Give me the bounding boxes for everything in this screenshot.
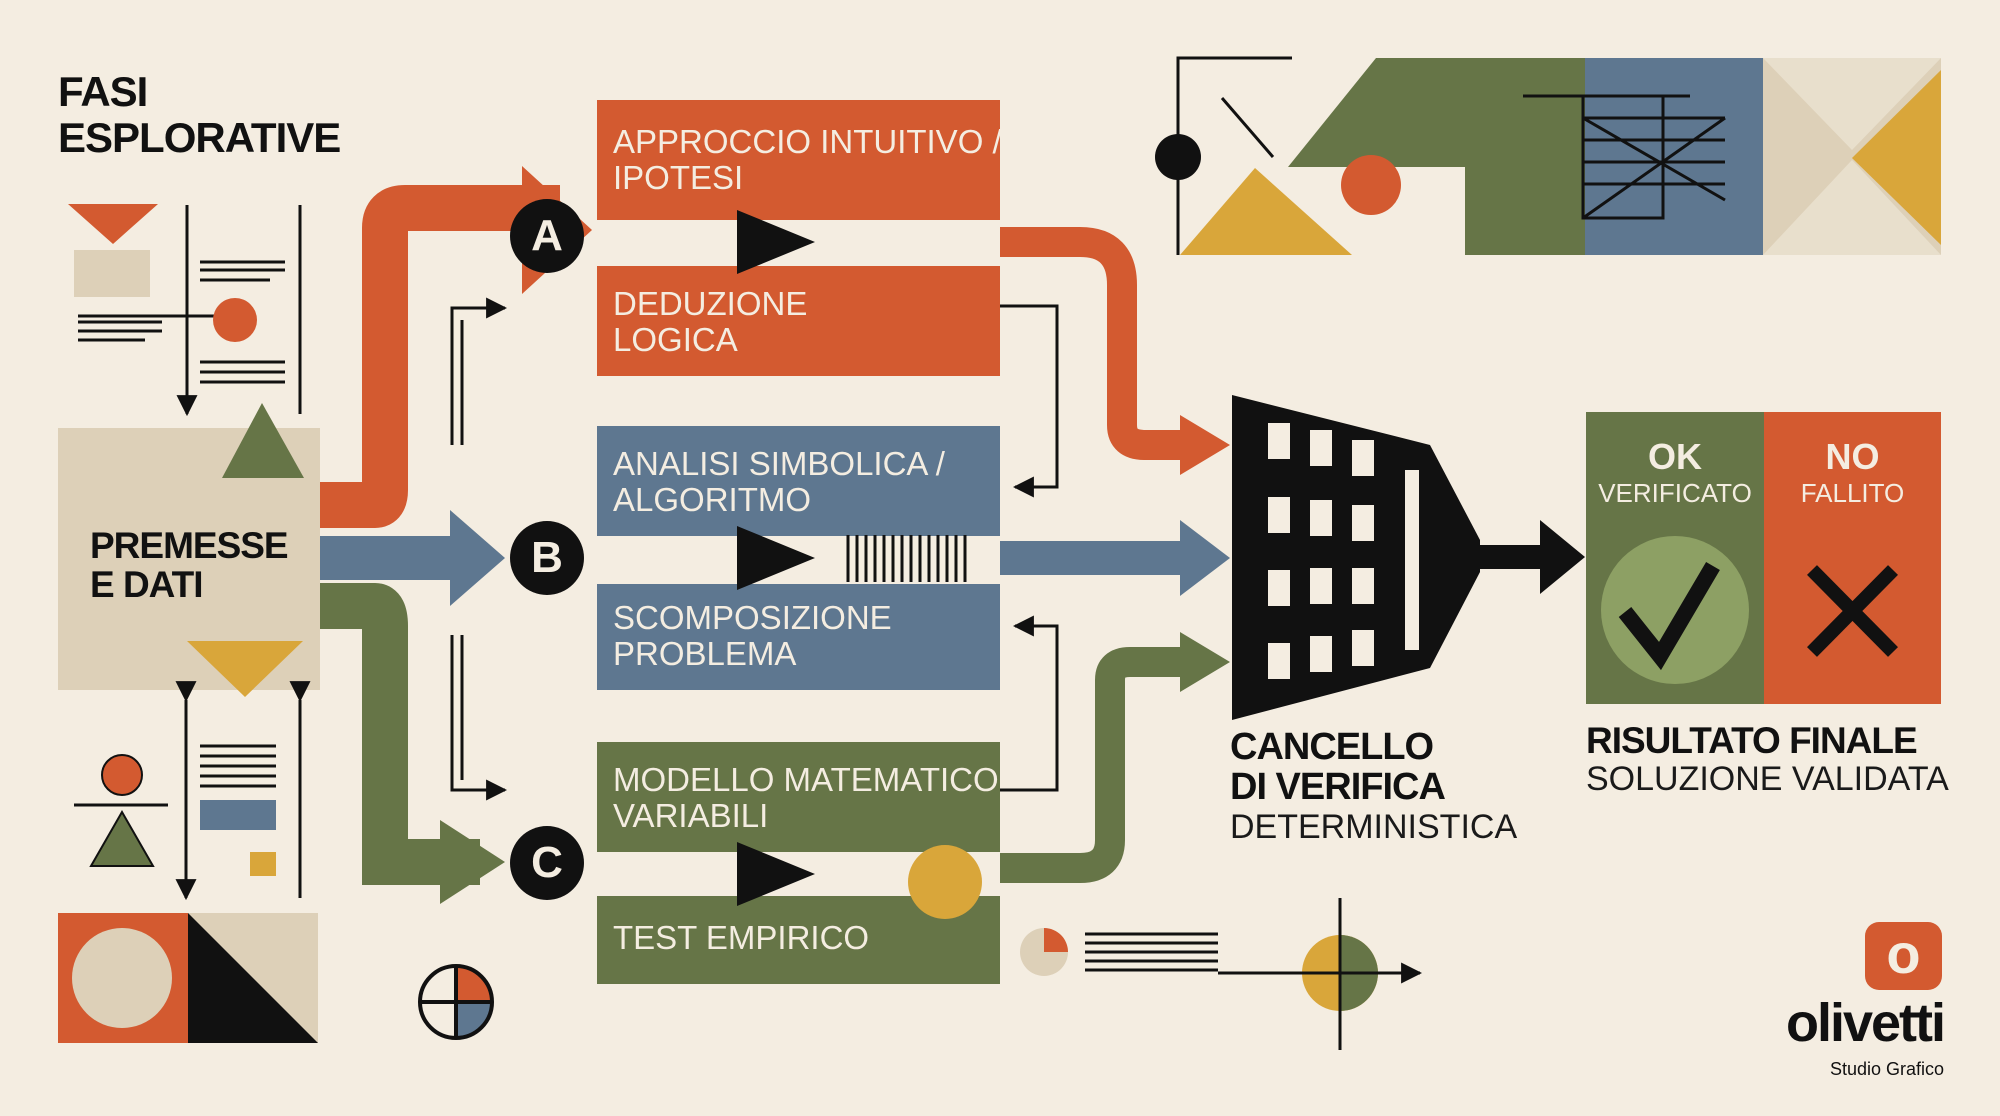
badge-b: B [510, 521, 584, 595]
brand-name: olivetti [1785, 993, 1946, 1053]
accent-circle-mustard [908, 845, 982, 919]
step-c2-label: TEST EMPIRICO [613, 919, 870, 956]
gate-title-line1: CANCELLO [1230, 726, 1434, 768]
connector-a-head [1180, 415, 1230, 475]
step-b2-label: SCOMPOSIZIONE PROBLEMA [613, 599, 892, 672]
check-circle [1601, 536, 1749, 684]
decor-lines-mid [1085, 932, 1218, 972]
badge-a: A [510, 199, 584, 273]
decor-black-triangle [188, 913, 318, 1043]
connector-b-head [1180, 520, 1230, 596]
top-right-composition [1155, 56, 1941, 255]
step-box-a2 [597, 266, 1000, 376]
connector-c-head [1180, 632, 1230, 692]
decor-blue-rect [200, 800, 276, 830]
feedback-line-c1-b2 [1000, 615, 1059, 792]
quadrant-circle-icon [418, 964, 494, 1040]
decor-beige-circle [72, 928, 172, 1028]
feedback-line-a2-b1 [1000, 304, 1059, 498]
step-a1-label: APPROCCIO INTUITIVO / IPOTESI [613, 123, 1002, 196]
result-no-panel [1764, 412, 1941, 704]
gate-title-line2: DI VERIFICA [1230, 766, 1446, 808]
no-title: NO [1825, 436, 1880, 477]
step-box-b1 [597, 426, 1000, 536]
connector-c-to-gate [1000, 647, 1190, 883]
step-box-c1 [597, 742, 1000, 852]
badge-c: C [510, 826, 584, 900]
olivetti-logo-mark [1865, 922, 1942, 990]
play-icon-a [737, 210, 815, 274]
flow-arrow-c [320, 583, 480, 885]
step-a2-label: DEDUZIONE LOGICA [613, 285, 808, 358]
result-title: RISULTATO FINALE [1586, 720, 1918, 761]
step-box-a1 [597, 100, 1000, 220]
verification-gate-icon [1232, 395, 1480, 720]
decor-lines-bottom [200, 744, 276, 788]
triangle-orange-icon [68, 204, 158, 244]
check-icon [1618, 561, 1720, 671]
header-title-line2: ESPLORATIVE [58, 114, 341, 161]
brand-tagline: Studio Grafico [1829, 1059, 1944, 1079]
decor-mustard-square [250, 852, 276, 876]
decor-circle-orange-top [213, 298, 257, 342]
step-box-b2 [597, 584, 1000, 690]
triangle-green-icon [222, 403, 304, 478]
gate-subtitle: DETERMINISTICA [1230, 808, 1518, 846]
flow-arrow-a [320, 185, 560, 528]
play-icon-c [737, 842, 815, 906]
decor-circle-orange-bottom [101, 754, 143, 796]
triangle-mustard-icon [187, 641, 303, 697]
header-title-line1: FASI [58, 68, 148, 115]
flow-arrow-b-head [450, 510, 505, 606]
olivetti-logo-letter: o [1886, 922, 1921, 985]
step-b1-label: ANALISI SIMBOLICA / ALGORITMO [613, 445, 945, 518]
connector-a-to-gate [1000, 227, 1190, 460]
decor-triangle-green-bottom [89, 809, 155, 867]
gate-output-arrow-head [1540, 520, 1585, 594]
barcode-icon [846, 535, 967, 582]
step-c1-label: MODELLO MATEMATICO VARIABILI [613, 761, 999, 834]
cross-icon [1807, 565, 1898, 657]
connector-b-to-gate [1000, 541, 1190, 575]
flow-arrow-c-head [440, 820, 505, 904]
branch-lines-lower [450, 635, 508, 801]
ok-title: OK [1648, 436, 1702, 477]
play-icon-b [737, 526, 815, 590]
result-subtitle: SOLUZIONE VALIDATA [1586, 760, 1949, 798]
no-subtitle: FALLITO [1800, 478, 1905, 508]
branch-lines-upper [450, 297, 508, 445]
input-label: PREMESSE E DATI [90, 525, 289, 605]
ok-subtitle: VERIFICATO [1598, 478, 1752, 508]
decor-beige-rect [74, 250, 150, 297]
decor-lines-top [78, 260, 285, 384]
